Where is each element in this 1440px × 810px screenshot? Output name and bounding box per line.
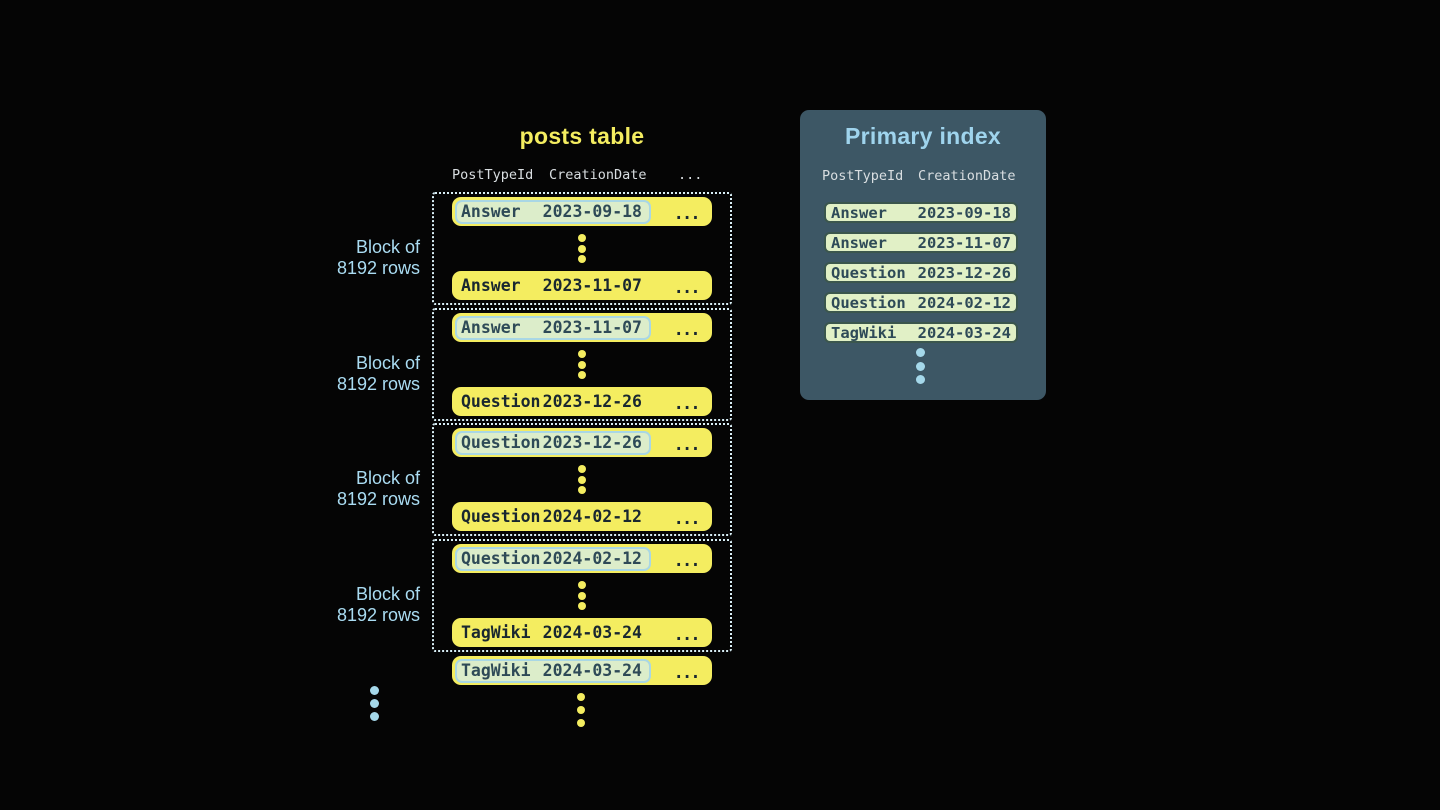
vertical-ellipsis-dots (578, 579, 586, 613)
index-highlight-pill: TagWiki 2024-03-24 (455, 658, 651, 683)
row-type: Answer (461, 202, 521, 221)
row-date: 2023-09-18 (542, 202, 642, 221)
trailing-dot (577, 719, 585, 727)
vertical-ellipsis-dots (578, 463, 586, 497)
more-blocks-dot (370, 699, 379, 708)
column-header-posttypeid: PostTypeId (822, 168, 904, 184)
row-date: 2023-12-26 (542, 392, 642, 411)
column-header-creationdate: CreationDate (918, 168, 1016, 184)
index-row-type: TagWiki (831, 323, 897, 342)
more-blocks-dot (370, 686, 379, 695)
row-type: TagWiki (461, 623, 531, 642)
row-ellipsis: ... (673, 509, 701, 528)
vertical-ellipsis-dots (578, 348, 586, 382)
granule-last-row: TagWiki 2024-03-24 ... (452, 618, 712, 647)
row-date: 2024-03-24 (542, 623, 642, 642)
index-row-date: 2024-02-12 (917, 293, 1011, 312)
more-index-entries-dot (916, 375, 925, 384)
index-row: Answer 2023-09-18 (824, 202, 1018, 223)
more-index-entries-dot (916, 362, 925, 371)
index-row-type: Answer (831, 203, 887, 222)
row-type: Question (461, 392, 541, 411)
index-highlight-pill: Answer 2023-09-18 (455, 199, 651, 224)
granule-last-row: Question 2024-02-12 ... (452, 502, 712, 531)
row-ellipsis: ... (673, 625, 701, 644)
row-type: Answer (461, 318, 521, 337)
primary-index-title: Primary index (844, 123, 1002, 149)
row-date: 2023-11-07 (542, 318, 642, 337)
row-type: Answer (461, 276, 521, 295)
index-row-type: Answer (831, 233, 887, 252)
index-highlight-pill: Question 2023-12-26 (455, 430, 651, 455)
trailing-dot (577, 693, 585, 701)
column-header-creationdate: CreationDate (549, 167, 647, 183)
granule-first-row: Question 2023-12-26 ... (452, 428, 712, 457)
row-type: TagWiki (461, 661, 531, 680)
index-row-type: Question (831, 263, 906, 282)
block-label-4: Block of 8192 rows (336, 584, 420, 625)
index-row: Answer 2023-11-07 (824, 232, 1018, 253)
granule-last-row: Answer 2023-11-07 ... (452, 271, 712, 300)
vertical-ellipsis-dots (578, 232, 586, 266)
row-ellipsis: ... (673, 435, 701, 454)
column-header-more: ... (678, 167, 703, 183)
primary-index-panel: Primary index PostTypeId CreationDate An… (800, 110, 1046, 400)
row-type: Question (461, 433, 541, 452)
row-ellipsis: ... (673, 394, 701, 413)
row-ellipsis: ... (673, 551, 701, 570)
block-label-3: Block of 8192 rows (336, 468, 420, 509)
more-index-entries-dot (916, 348, 925, 357)
row-ellipsis: ... (673, 278, 701, 297)
granule-first-row: Answer 2023-09-18 ... (452, 197, 712, 226)
block-label-2: Block of 8192 rows (336, 353, 420, 394)
row-ellipsis: ... (673, 320, 701, 339)
row-block-1: Answer 2023-09-18 ... Answer 2023-11-07 … (432, 192, 732, 305)
index-row-date: 2023-12-26 (917, 263, 1011, 282)
row-date: 2023-12-26 (542, 433, 642, 452)
index-row: TagWiki 2024-03-24 (824, 322, 1018, 343)
granule-last-row: Question 2023-12-26 ... (452, 387, 712, 416)
row-date: 2023-11-07 (542, 276, 642, 295)
row-type: Question (461, 549, 541, 568)
index-row-date: 2023-11-07 (917, 233, 1011, 252)
index-row-type: Question (831, 293, 906, 312)
more-blocks-dot (370, 712, 379, 721)
row-date: 2024-02-12 (542, 549, 642, 568)
row-date: 2024-02-12 (542, 507, 642, 526)
row-type: Question (461, 507, 541, 526)
row-ellipsis: ... (673, 663, 701, 682)
row-ellipsis: ... (673, 204, 701, 223)
index-row-date: 2024-03-24 (917, 323, 1011, 342)
index-row: Question 2023-12-26 (824, 262, 1018, 283)
index-highlight-pill: Answer 2023-11-07 (455, 315, 651, 340)
row-block-4: Question 2024-02-12 ... TagWiki 2024-03-… (432, 539, 732, 652)
granule-first-row: Question 2024-02-12 ... (452, 544, 712, 573)
index-row: Question 2024-02-12 (824, 292, 1018, 313)
overflow-row: TagWiki 2024-03-24 ... (452, 656, 712, 685)
granule-first-row: Answer 2023-11-07 ... (452, 313, 712, 342)
row-block-2: Answer 2023-11-07 ... Question 2023-12-2… (432, 308, 732, 421)
posts-table-title: posts table (519, 123, 645, 149)
row-date: 2024-03-24 (542, 661, 642, 680)
column-header-posttypeid: PostTypeId (452, 167, 534, 183)
index-highlight-pill: Question 2024-02-12 (455, 546, 651, 571)
trailing-dot (577, 706, 585, 714)
index-row-date: 2023-09-18 (917, 203, 1011, 222)
row-block-3: Question 2023-12-26 ... Question 2024-02… (432, 423, 732, 536)
block-label-1: Block of 8192 rows (336, 237, 420, 278)
